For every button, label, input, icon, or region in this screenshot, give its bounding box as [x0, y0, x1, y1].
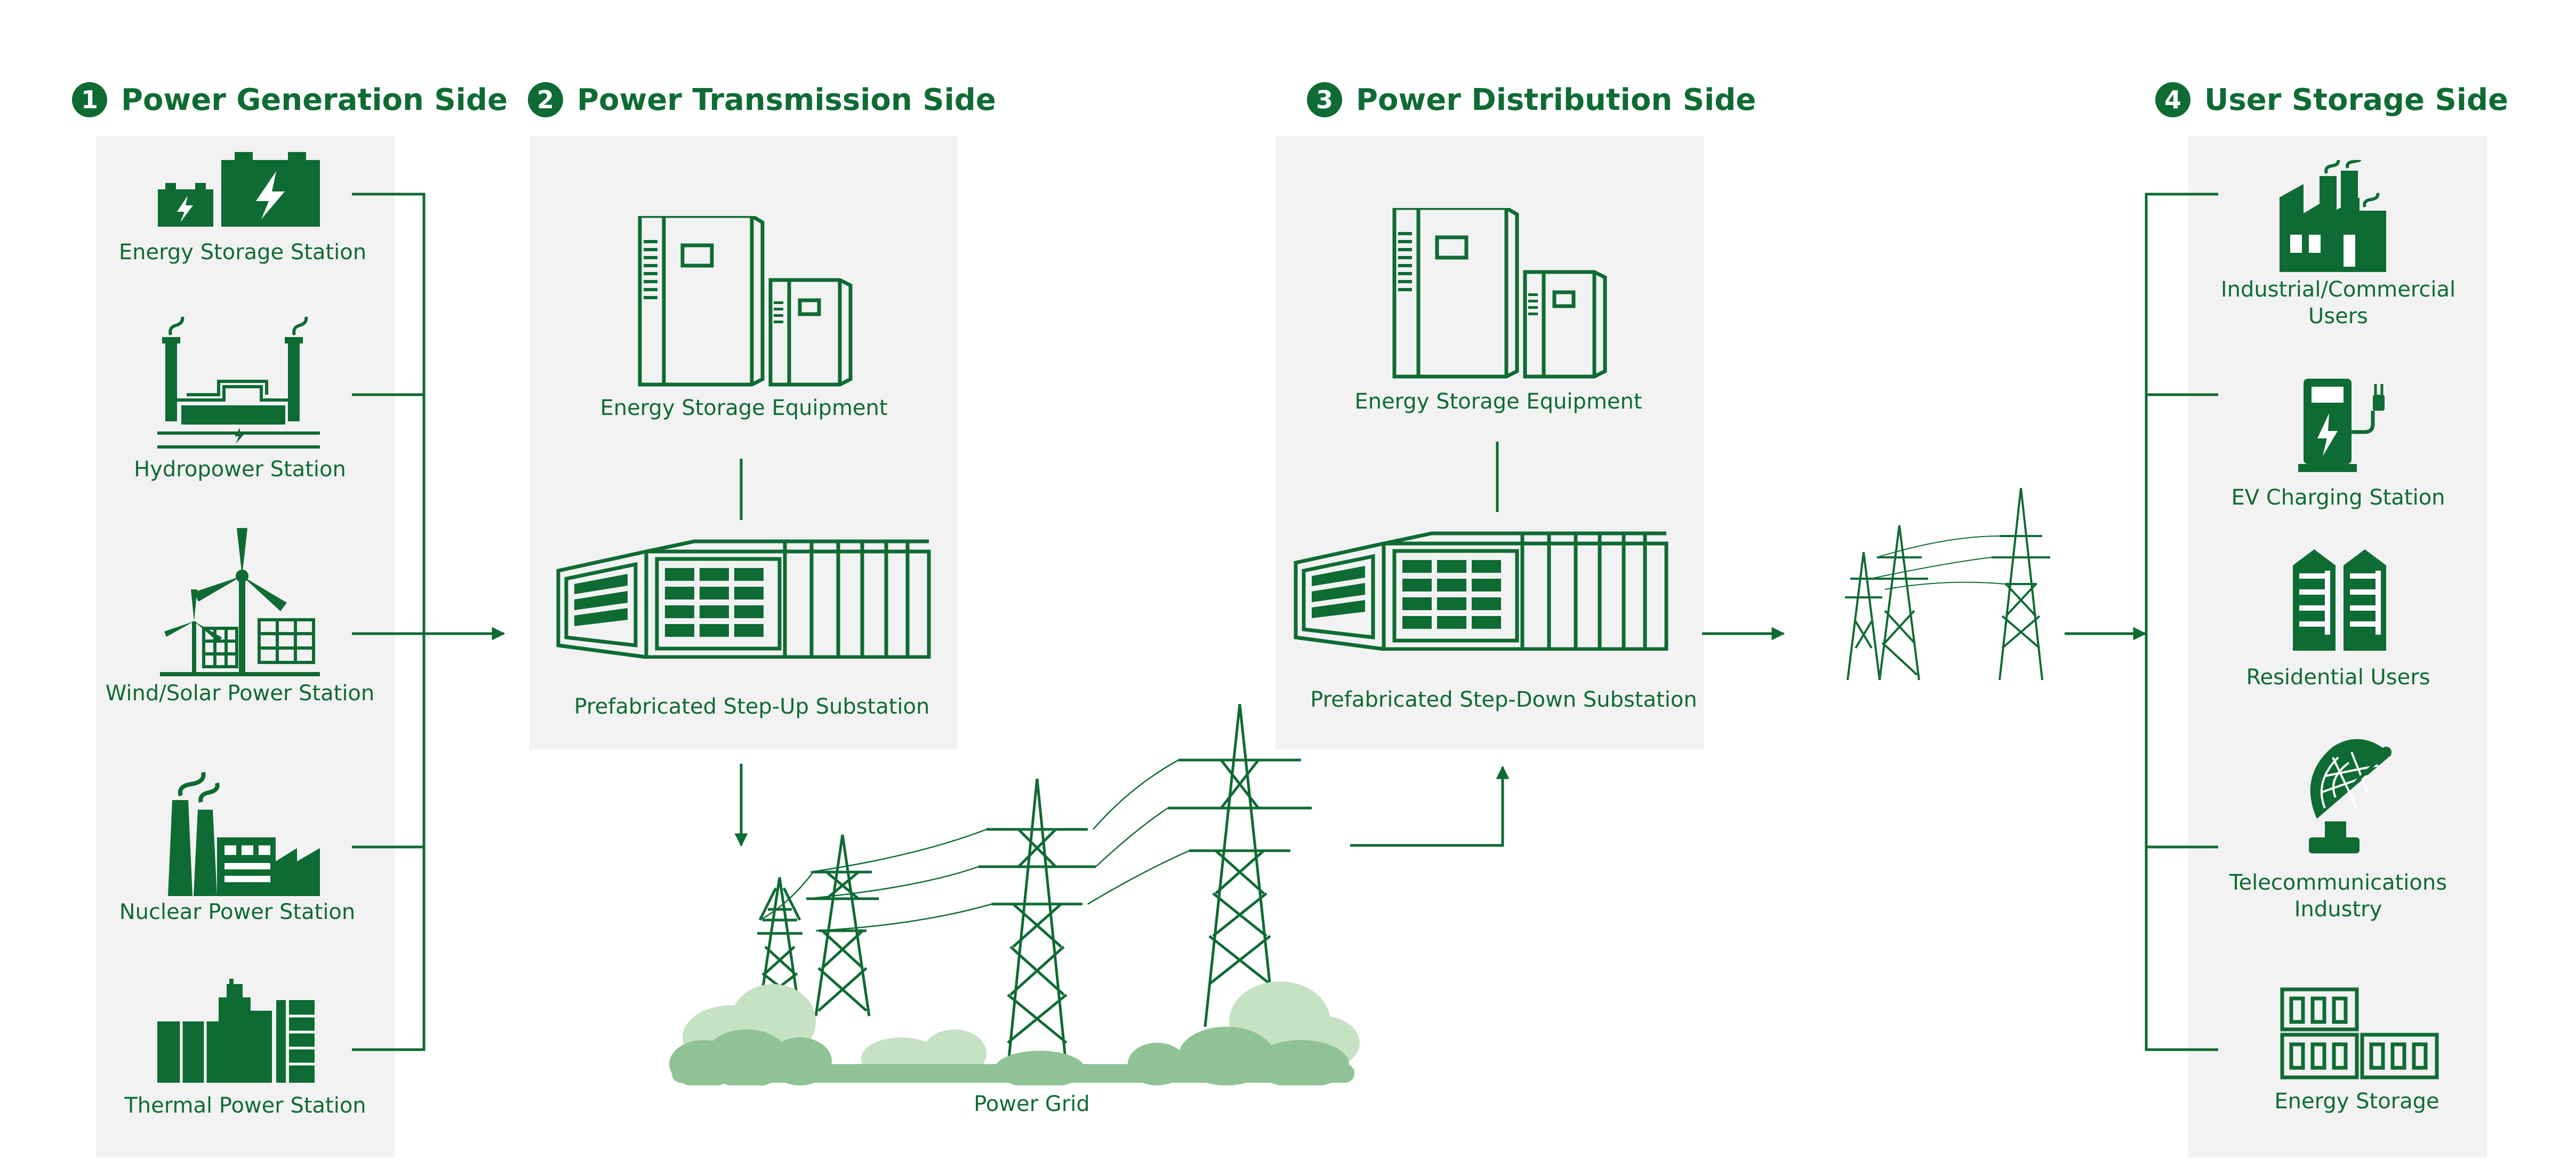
transmission-towers-icon	[1845, 488, 2050, 681]
equipment-label: Energy Storage Equipment	[1354, 389, 1642, 414]
users-panel	[2188, 136, 2487, 1157]
energy-storage-cabinet-icon	[638, 216, 853, 387]
step-down-substation-icon	[1294, 531, 1668, 651]
equipment-label: Energy Storage Equipment	[600, 396, 888, 420]
storage-container-icon	[2280, 987, 2439, 1080]
distribution-panel	[1275, 136, 1704, 749]
grid-label: Power Grid	[974, 1092, 1090, 1116]
generation-label: Energy Storage Station	[118, 240, 367, 265]
satellite-dish-icon	[2309, 739, 2392, 853]
section-title: Power Generation Side	[121, 82, 508, 117]
user-label: Energy Storage	[2274, 1089, 2439, 1114]
section-title: User Storage Side	[2204, 82, 2509, 117]
section-title: Power Transmission Side	[577, 82, 996, 117]
section-number-badge: 3	[1307, 82, 1342, 117]
section-number-badge: 4	[2155, 82, 2190, 117]
generation-label: Wind/Solar Power Station	[105, 681, 375, 706]
user-label: Telecommunications Industry	[2229, 870, 2447, 922]
power-grid-illustration	[669, 704, 1360, 1085]
section-heading-users: 4 User Storage Side	[2155, 82, 2508, 117]
generation-label: Thermal Power Station	[124, 1093, 366, 1118]
battery-icon	[158, 152, 320, 227]
user-label: Residential Users	[2246, 665, 2430, 690]
wind-solar-icon	[160, 528, 320, 676]
section-heading-transmission: 2 Power Transmission Side	[528, 82, 996, 117]
residential-icon	[2293, 549, 2386, 651]
section-heading-generation: 1 Power Generation Side	[72, 82, 508, 117]
ev-charger-icon	[2298, 379, 2385, 472]
step-up-substation-icon	[556, 539, 931, 659]
user-label: Industrial/Commercial Users	[2220, 277, 2456, 329]
substation-label: Prefabricated Step-Up Substation	[574, 694, 930, 719]
user-label: EV Charging Station	[2231, 485, 2445, 510]
nuclear-plant-icon	[168, 772, 320, 896]
factory-icon	[2280, 160, 2386, 272]
section-title: Power Distribution Side	[1356, 82, 1756, 117]
energy-storage-cabinet-icon	[1392, 208, 1607, 379]
generation-label: Hydropower Station	[134, 457, 346, 482]
section-number-badge: 1	[72, 82, 107, 117]
hydropower-icon	[157, 316, 320, 449]
section-heading-distribution: 3 Power Distribution Side	[1307, 82, 1756, 117]
section-number-badge: 2	[528, 82, 563, 117]
generation-label: Nuclear Power Station	[119, 900, 356, 924]
substation-label: Prefabricated Step-Down Substation	[1310, 688, 1697, 712]
thermal-plant-icon	[157, 979, 315, 1083]
